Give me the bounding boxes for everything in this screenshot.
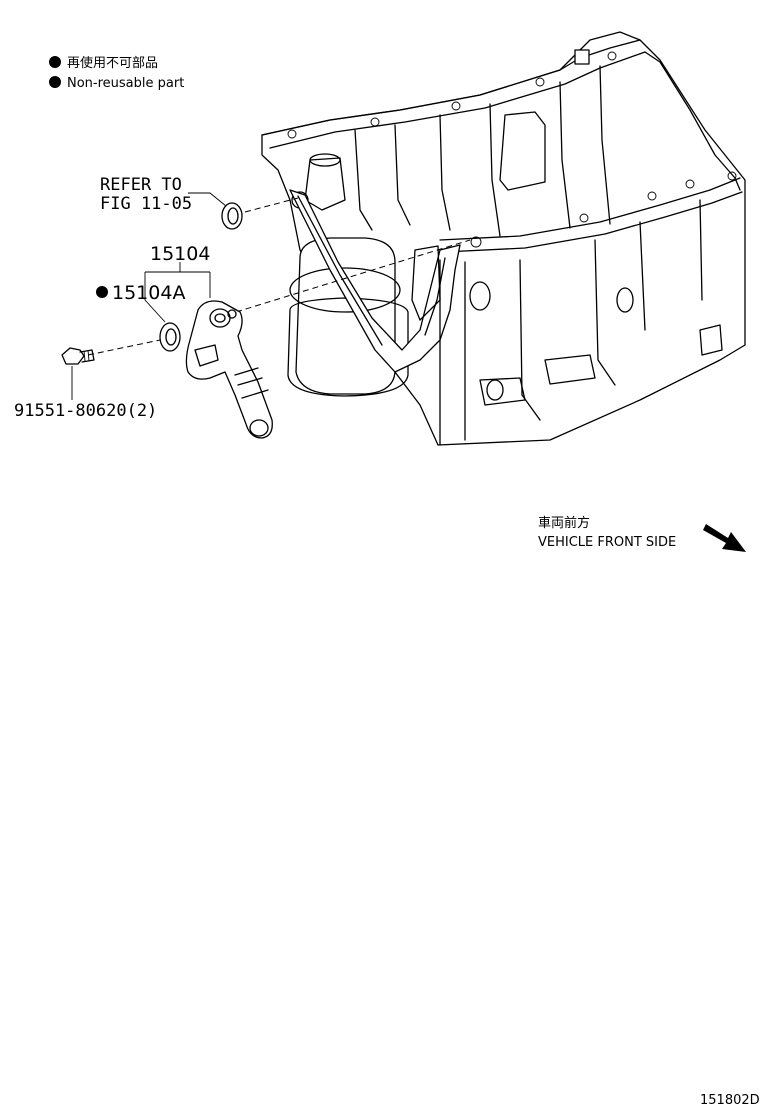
refer-fig-label: FIG 11-05 xyxy=(100,194,192,214)
non-reusable-dot-icon xyxy=(96,286,108,298)
legend-jp-text: 再使用不可部品 xyxy=(67,55,158,71)
direction-arrow-icon xyxy=(703,524,746,552)
non-reusable-dot-icon xyxy=(49,56,61,68)
oil-strainer-part xyxy=(185,300,273,439)
non-reusable-dot-icon xyxy=(49,76,61,88)
bolt-part xyxy=(61,347,95,365)
vehicle-front-direction: 車両前方 VEHICLE FRONT SIDE xyxy=(538,515,746,552)
oring-15104a xyxy=(159,322,181,352)
refer-to-label: REFER TO xyxy=(100,175,182,195)
part-number-15104: 15104 xyxy=(150,243,210,265)
part-number-15104a: 15104A xyxy=(112,282,185,304)
legend-en-text: Non-reusable part xyxy=(67,76,184,91)
figure-id: 151802D xyxy=(700,1093,760,1108)
direction-jp-text: 車両前方 xyxy=(538,515,590,531)
engine-block-illustration xyxy=(261,31,746,446)
legend: 再使用不可部品 Non-reusable part xyxy=(49,55,184,91)
assembly-lines xyxy=(87,197,471,356)
callout-labels: REFER TO FIG 11-05 15104 15104A 91551-80… xyxy=(14,175,210,421)
part-number-bolt: 91551-80620(2) xyxy=(14,401,157,421)
callout-leaders xyxy=(71,192,227,400)
oring-refer xyxy=(221,202,243,230)
direction-en-text: VEHICLE FRONT SIDE xyxy=(538,535,676,550)
